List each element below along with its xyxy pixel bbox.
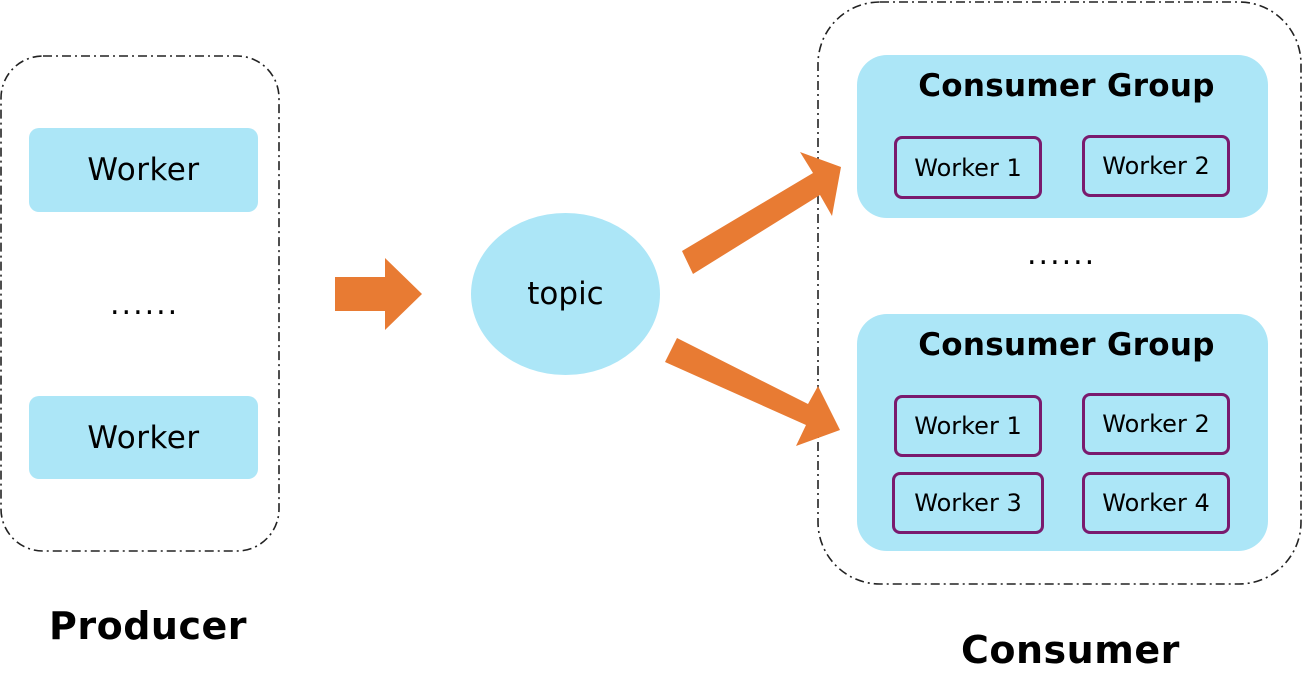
consumer-container — [817, 1, 1302, 585]
group-1-worker-1: Worker 1 — [894, 136, 1042, 199]
topic-label: topic — [527, 276, 604, 312]
producer-label: Producer — [49, 604, 247, 648]
topic-node: topic — [471, 213, 660, 375]
consumer-group-1: Consumer Group Worker 1 Worker 2 — [857, 55, 1268, 218]
consumer-group-2: Consumer Group Worker 1 Worker 2 Worker … — [857, 314, 1268, 551]
consumer-group-1-title: Consumer Group — [918, 68, 1215, 104]
group-2-worker-1: Worker 1 — [894, 395, 1042, 457]
group-2-worker-3: Worker 3 — [892, 472, 1044, 534]
group-2-worker-4: Worker 4 — [1082, 472, 1230, 534]
producer-worker-1: Worker — [29, 128, 258, 212]
producer-container — [0, 55, 280, 552]
consumer-ellipsis: ...... — [1027, 237, 1097, 272]
consumer-group-2-title: Consumer Group — [918, 327, 1215, 363]
producer-worker-2: Worker — [29, 396, 258, 479]
group-2-worker-2: Worker 2 — [1082, 393, 1230, 455]
topic-to-group2-arrow — [665, 338, 840, 446]
producer-to-topic-arrow — [335, 258, 422, 330]
topic-to-group1-arrow — [682, 152, 841, 274]
consumer-label: Consumer — [961, 628, 1180, 672]
group-1-worker-2: Worker 2 — [1082, 135, 1230, 197]
producer-ellipsis: ...... — [110, 287, 180, 322]
